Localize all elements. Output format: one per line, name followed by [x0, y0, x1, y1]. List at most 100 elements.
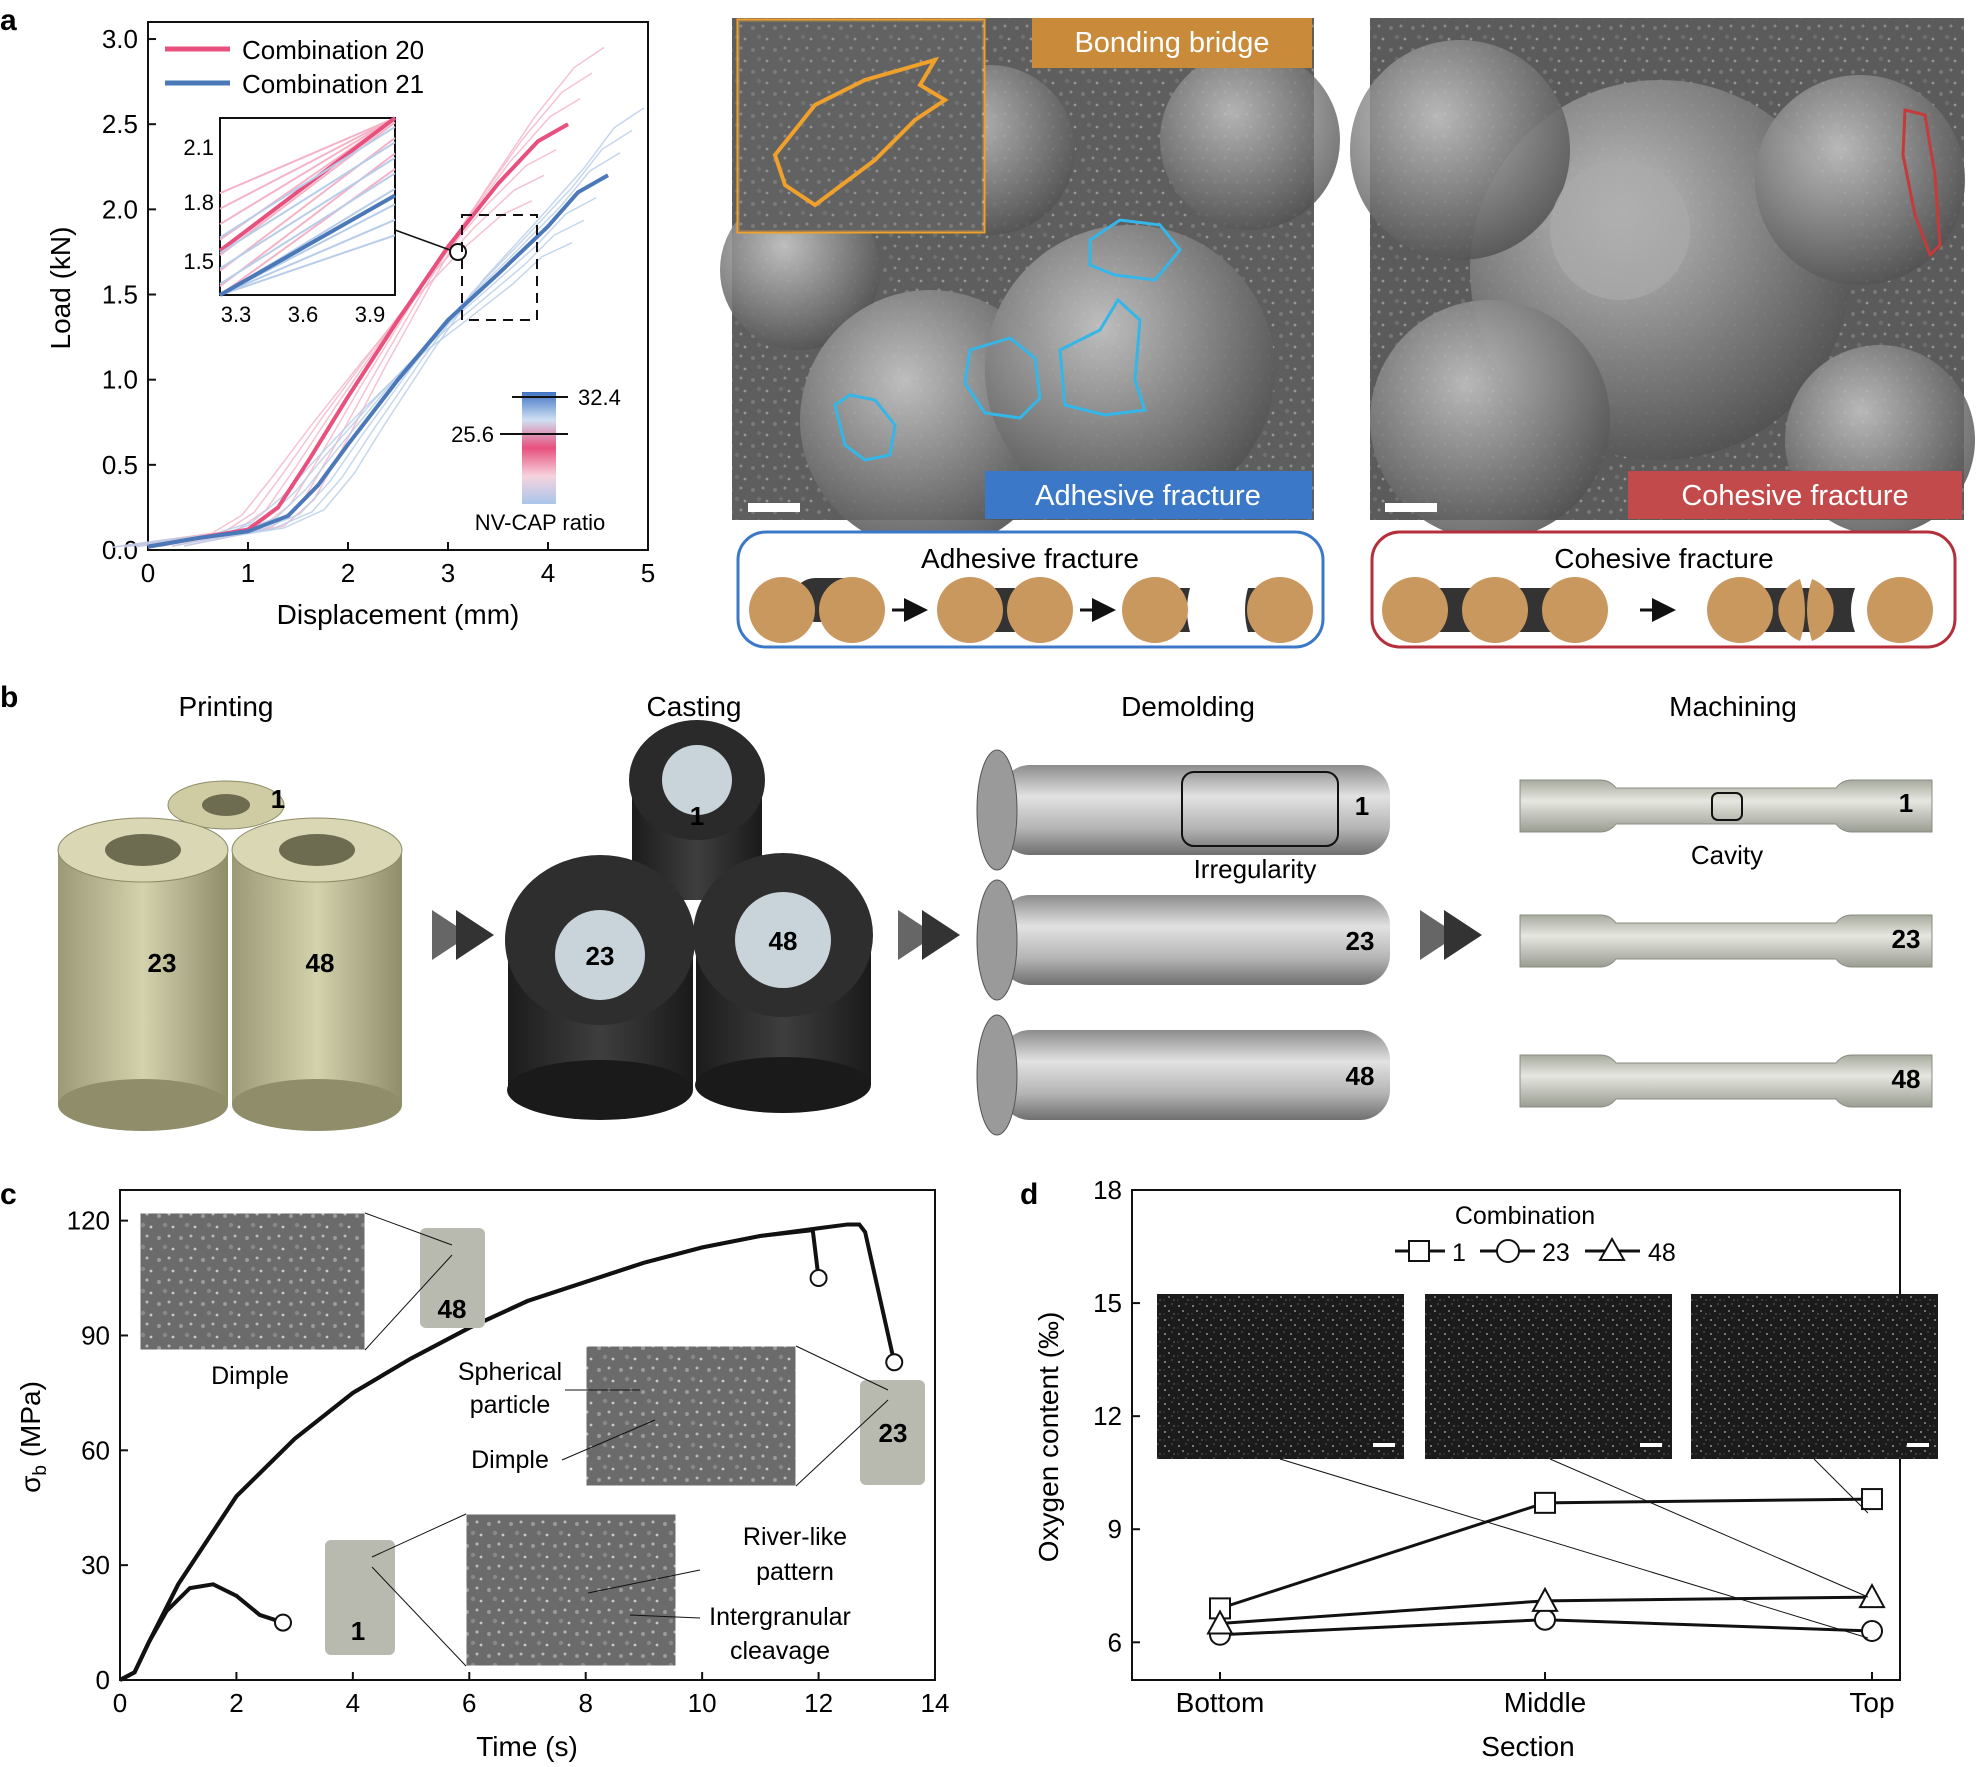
colorbar-high-label: 32.4	[578, 385, 621, 410]
chart-c-ylabel: σb (MPa)	[15, 1381, 51, 1493]
oxygen-map-middle	[1425, 1294, 1672, 1459]
label-spherical-1: Spherical	[458, 1358, 562, 1386]
panel-b-letter: b	[0, 681, 18, 714]
inset-replicate-line	[219, 156, 396, 270]
sem-inset-1	[465, 1513, 677, 1667]
mold-id-23: 23	[148, 948, 177, 978]
panel-c-letter: c	[0, 1178, 17, 1211]
chart-d-ytick-label: 18	[1093, 1175, 1122, 1205]
chart-c-ytick-label: 0	[96, 1665, 110, 1695]
legend-item-48: 48	[1585, 1236, 1676, 1267]
label-dimple-23: Dimple	[471, 1446, 549, 1474]
process-arrow-2	[898, 910, 960, 960]
fracture-outline-2	[963, 336, 1042, 420]
chart-a-ylabel: Load (kN)	[45, 227, 76, 350]
chart-d-ytick-label: 9	[1108, 1514, 1122, 1544]
rod-id-1: 1	[1355, 791, 1369, 821]
step-machining: Machining	[1669, 691, 1797, 722]
legend-item-23: 23	[1480, 1239, 1570, 1267]
specimen-photo-23	[860, 1380, 925, 1485]
fracture-outline-1	[833, 393, 897, 462]
inset-series-line	[218, 116, 397, 253]
chart-d-marker-circle	[1534, 1608, 1556, 1631]
chart-a-ytick-label: 1.0	[102, 365, 138, 395]
schematic-adhesive-title: Adhesive fracture	[921, 543, 1139, 574]
sem-inset-23	[585, 1345, 797, 1487]
chart-c-xtick-label: 10	[688, 1688, 717, 1718]
tag-cohesive-fracture-label: Cohesive fracture	[1681, 480, 1908, 512]
legend-label-combination-21: Combination 21	[242, 69, 424, 99]
specimen-photo-1	[325, 1540, 395, 1655]
chart-a-frame	[147, 21, 649, 551]
chart-d-ytick-label: 12	[1093, 1401, 1122, 1431]
specimen-id-23: 23	[1892, 924, 1921, 954]
label-river-1: River-like	[743, 1523, 847, 1551]
step-casting: Casting	[647, 691, 742, 722]
inset-replicate-line	[219, 234, 396, 296]
chart-d-ytick-label: 6	[1108, 1627, 1122, 1657]
oxygen-map-top	[1691, 1294, 1938, 1459]
bonding-bridge-outline	[772, 56, 949, 208]
inset-replicate-line	[219, 168, 396, 296]
chart-d-marker-circle	[1861, 1620, 1883, 1642]
chart-d-marker-square	[1861, 1488, 1883, 1511]
chart-c-xlabel: Time (s)	[476, 1731, 578, 1762]
chart-c-ytick-label: 120	[67, 1206, 110, 1236]
chart-c-xtick-label: 14	[921, 1688, 950, 1718]
specimen-id-1: 1	[1899, 788, 1913, 818]
printed-molds: 1 23 48	[57, 780, 403, 1131]
chart-d-marker-square	[1534, 1491, 1556, 1514]
label-cleavage-1: Intergranular	[709, 1603, 851, 1631]
label-sample-1: 1	[351, 1616, 365, 1646]
inset-anchor-marker	[449, 243, 467, 261]
mold-id-48: 48	[306, 948, 335, 978]
colorbar	[522, 392, 556, 504]
chart-a-series-line	[147, 173, 609, 549]
irregularity-label: Irregularity	[1194, 854, 1317, 884]
panel-d-letter: d	[1020, 1178, 1038, 1211]
chart-a-xtick-label: 3	[441, 558, 455, 588]
chart-a-xtick-label: 4	[541, 558, 555, 588]
sem-adhesive-image: Bonding bridge Adhesive fracture	[720, 18, 1340, 550]
chart-c-ytick-label: 90	[81, 1320, 110, 1350]
inset-replicate-line	[219, 126, 396, 239]
inset-replicate-line	[219, 117, 396, 195]
cast-id-23: 23	[586, 941, 615, 971]
chart-d-xlabel: Section	[1481, 1731, 1574, 1762]
inset-replicate-line	[219, 141, 396, 254]
cohesive-outline	[1901, 108, 1942, 258]
chart-c-end-marker	[809, 1269, 828, 1288]
colorbar-title: NV-CAP ratio	[475, 510, 605, 535]
step-demolding: Demolding	[1121, 691, 1255, 722]
chart-d-marker-triangle	[1531, 1586, 1559, 1612]
tag-adhesive-fracture	[985, 471, 1312, 519]
chart-a-xtick-label: 5	[641, 558, 655, 588]
inset-replicate-line	[219, 117, 396, 226]
label-spherical-2: particle	[470, 1391, 551, 1419]
inset-tick-y-1.5: 1.5	[183, 249, 214, 274]
tag-adhesive-fracture-label: Adhesive fracture	[1035, 480, 1261, 512]
inset-connector	[394, 229, 451, 251]
legend-item-1: 1	[1395, 1239, 1466, 1267]
inset-replicate-line	[219, 172, 396, 285]
chart-c-xtick-label: 0	[113, 1688, 127, 1718]
inset-replicate-line	[219, 117, 396, 210]
process-arrow-1	[432, 910, 494, 960]
sem-cohesive-image: Cohesive fracture	[1350, 18, 1975, 540]
fracture-outline-3	[1058, 297, 1148, 417]
oxygen-map-bottom	[1157, 1294, 1404, 1459]
chart-c-ytick-label: 60	[81, 1435, 110, 1465]
chart-a-ytick-label: 0.5	[102, 450, 138, 480]
chart-c-xtick-label: 4	[346, 1688, 360, 1718]
chart-c-series-line	[119, 1227, 821, 1682]
chart-a-ytick-label: 2.5	[102, 109, 138, 139]
mold-id-1: 1	[271, 784, 285, 814]
legend-label-48: 48	[1648, 1239, 1676, 1267]
chart-d-ylabel: Oxygen content (‰)	[1033, 1312, 1064, 1563]
demolded-rods: Irregularity 1 23 48	[976, 749, 1390, 1136]
chart-d-xtick-label: Bottom	[1176, 1687, 1265, 1718]
label-dimple-48: Dimple	[211, 1362, 289, 1390]
chart-d-xtick-label: Top	[1849, 1687, 1894, 1718]
